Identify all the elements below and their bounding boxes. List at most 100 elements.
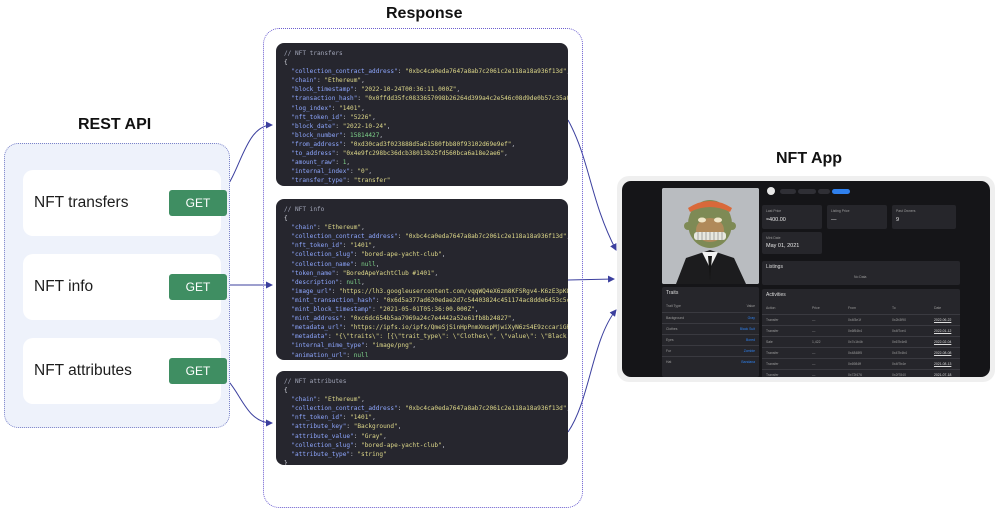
response-heading: Response [386,5,463,22]
code-value: "Gray" [361,432,384,440]
code-key: "amount_raw" [284,159,336,167]
code-brace: { [284,215,288,223]
tag-pill [798,189,816,194]
code-value: "0xbc4ca0eda7647a8ab7c2061c2e118a18a936f… [405,233,567,241]
activity-price: — [812,351,816,355]
code-key: "transaction_hash" [284,95,358,103]
activities-title: Activities [766,292,786,298]
activity-date[interactable]: 2022-06-22 [934,318,952,322]
code-line: "nft_token_id": "1401", [284,241,560,250]
code-colon: : [353,260,362,268]
past-owners-value: 9 [896,217,900,223]
code-key: "nft_token_id" [284,113,343,121]
code-colon: : [372,306,380,314]
code-key: "collection_name" [284,260,354,268]
code-comma: , [386,122,391,130]
rest-api-panel: NFT transfers GET NFT info GET NFT attri… [4,143,230,428]
code-colon: : [342,140,351,148]
tag-pill [818,189,830,194]
code-key: "chain" [284,77,318,85]
code-value: "bored-ape-yacht-club" [361,251,442,259]
code-line: "chain": "Ethereum", [284,76,560,85]
trait-value: Black Suit [739,327,755,331]
code-line: "animation_url": null [284,351,560,360]
code-line: "collection_contract_address": "0xbc4ca0… [284,232,568,241]
code-brace: } [284,459,288,465]
last-price-card: Last Price ≈400.00 [762,205,822,229]
code-colon: : [346,351,354,359]
activity-action: Transfer [766,362,779,366]
activity-date[interactable]: 2021-08-13 [934,362,952,366]
code-key: "collection_slug" [284,441,354,449]
rest-api-heading: REST API [78,116,152,133]
code-key: "collection_slug" [284,251,354,259]
code-value: 1 [342,159,347,167]
code-line: "nft_token_id": "5226", [284,113,560,122]
code-colon: : [342,131,351,139]
code-key: "image_url" [284,287,332,295]
get-button[interactable]: GET [169,190,227,216]
activity-price: 1,422 [812,340,821,344]
code-value: "Background" [353,423,398,431]
activity-date[interactable]: 2022-08-08 [934,351,952,355]
code-line: "block_timestamp": "2022-10-24T00:36:11.… [284,85,560,94]
past-owners-card: Past Owners 9 [892,205,956,229]
code-brace: { [284,387,288,395]
code-colon: : [335,159,343,167]
code-comma: , [504,150,508,158]
code-comma: , [456,86,461,94]
code-value: "0xbc4ca0eda7647a8ab7c2061c2e118a18a936f… [405,68,567,76]
code-key: "nft_token_id" [284,242,343,250]
response-panel [263,28,583,508]
trait-type: Eyes [666,338,674,342]
code-line: "collection_slug": "bored-ape-yacht-club… [284,441,560,450]
activity-to: 0x2f7840 [892,373,906,377]
activity-date[interactable]: 2022-02-04 [934,340,952,344]
activity-price: — [812,362,816,366]
activities-header: Price [812,306,820,310]
trait-type: Fur [666,349,672,353]
code-line: "mint_transaction_hash": "0x6d5a377ad620… [284,296,568,305]
activity-from: 0x4848f5 [848,351,862,355]
code-line: "attribute_type": "string" [284,450,560,459]
arrow-transfers-app [567,119,617,251]
activity-price: — [812,329,816,333]
code-line: "amount_raw": 1, [284,158,560,167]
activities-header: From [848,306,856,310]
trait-type: Background [666,316,685,320]
collection-avatar [767,187,775,195]
code-key: "metadata" [284,333,329,341]
code-comma: , [346,159,351,167]
code-key: "internal_mime_type" [284,342,365,350]
code-value: "https://ipfs.io/ipfs/QmeSjSinHpPnmXmspM… [350,324,568,332]
activity-to: 0x67b4e8 [892,340,907,344]
nft-app-screen: Last Price ≈400.00 Listing Price — Past … [622,181,990,377]
activity-date[interactable]: 2022-01-12 [934,329,952,333]
code-key: "block_date" [284,122,336,130]
code-colon: : [339,278,347,286]
activity-date[interactable]: 2021-07-18 [934,373,952,377]
code-key: "from_address" [284,140,343,148]
code-key: "chain" [284,396,318,404]
code-line: "internal_index": "0", [284,167,560,176]
code-colon: : [346,177,354,185]
code-value: "1401" [339,104,362,112]
code-key: "attribute_value" [284,432,354,440]
code-line: "transaction_hash": "0x0ffdd35fc08336570… [284,94,568,103]
request-card-transfers: NFT transfers GET [23,170,227,236]
get-button[interactable]: GET [169,274,227,300]
mint-date-card: Mint Date May 01, 2021 [762,232,822,254]
code-colon: : [397,405,406,413]
code-comma: , [567,405,568,412]
request-label: NFT info [34,278,94,295]
code-value: "0x6d5a377ad620edae2d7c54403824c451174ac… [383,296,568,304]
listings-title: Listings [766,264,783,270]
code-colon: : [317,224,325,232]
get-button[interactable]: GET [169,358,227,384]
